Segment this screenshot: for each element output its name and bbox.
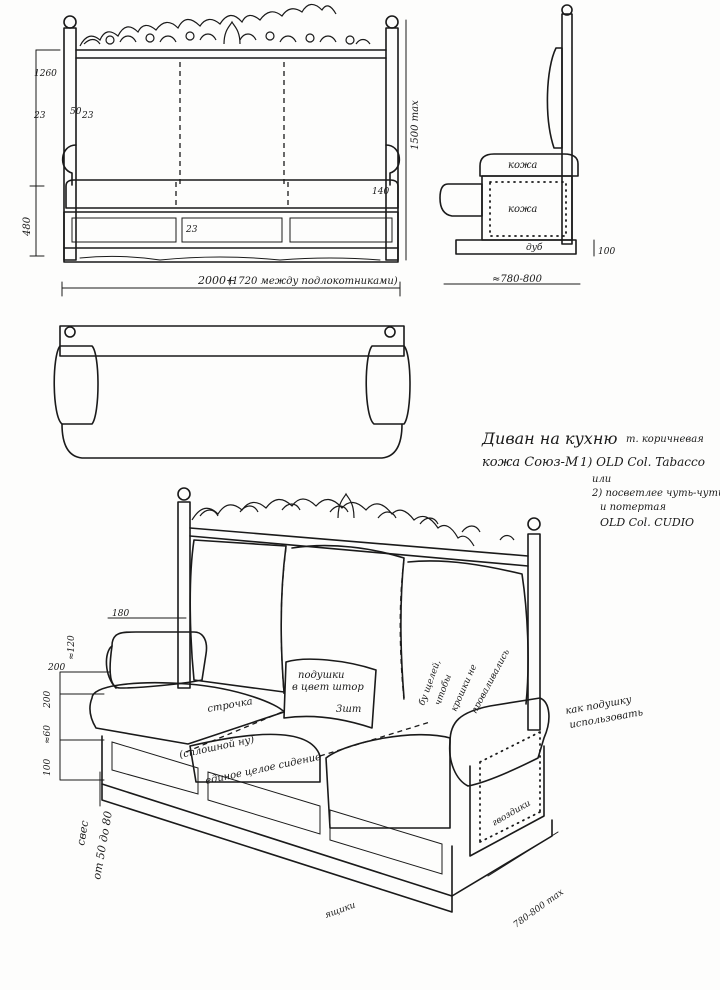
pillows-label-1: подушки — [298, 670, 344, 681]
side-seat — [439, 183, 483, 217]
dim-seat-detail: 140 — [372, 187, 389, 197]
drawer-right — [289, 217, 393, 243]
notes-option-2c: OLD Col. CUDIO — [600, 516, 694, 529]
overhang-1: свес — [74, 819, 91, 846]
side-dim-depth: ≈780-800 — [492, 274, 543, 285]
dim-top-height: 1260 — [34, 69, 57, 79]
persp-front-frame — [101, 735, 453, 897]
back-cushion-middle — [291, 544, 405, 699]
top-back — [59, 325, 405, 357]
persp-right-armrest — [448, 697, 550, 787]
front-view: 1260 23 50 23 1500 max 480 140 23 2000+ … — [22, 3, 421, 297]
persp-dim-base: 100 — [43, 759, 53, 776]
back-cushion-right — [407, 560, 529, 705]
persp-dim-200a: 200 — [47, 663, 65, 673]
notes-or: или — [592, 474, 611, 485]
decor-pillow — [283, 658, 377, 729]
drawer-left — [71, 217, 177, 243]
drawer-middle — [181, 217, 283, 243]
front-seat — [65, 179, 399, 209]
persp-drawer-3 — [329, 809, 443, 875]
left-finial — [63, 15, 77, 29]
persp-right-post — [527, 533, 541, 731]
dim-post-left: 23 — [33, 111, 46, 121]
side-label-base: дуб — [526, 242, 543, 253]
persp-drawer-2 — [207, 771, 321, 835]
left-armrest — [61, 144, 77, 186]
side-base — [455, 239, 577, 255]
side-label-side: кожа — [508, 204, 537, 215]
side-view: кожа кожа дуб 100 ≈780-800 — [439, 4, 615, 285]
left-post — [63, 27, 77, 261]
top-left-armrest — [53, 345, 99, 425]
dim-post-right: 23 — [81, 111, 94, 121]
right-armrest — [385, 144, 401, 186]
rivets-label: гвоздики — [491, 798, 533, 828]
notes-option-2: 2) посветлее чуть-чуть — [591, 488, 720, 499]
dim-seat-height: 480 — [22, 216, 33, 237]
legs-label: ящики — [324, 900, 358, 920]
dim-post-mid: 50 — [70, 107, 82, 117]
side-dim-base: 100 — [598, 247, 615, 257]
perspective-view: 180 ≈120 200 200 ≈60 100 подушки в цвет … — [43, 487, 644, 931]
dim-drawer: 23 — [185, 225, 198, 235]
persp-drawer-1 — [111, 741, 199, 795]
top-seat — [61, 423, 403, 459]
dim-total-height: 1500 max — [410, 100, 421, 150]
seat-left — [89, 681, 285, 745]
persp-dim-cushion: ≈60 — [43, 725, 53, 744]
notes-title-1: Диван на кухню — [481, 429, 617, 448]
pillows-count: 3шт — [336, 704, 361, 715]
dim-width: 2000+ — [197, 274, 235, 287]
persp-dim-200b: 200 — [43, 691, 53, 709]
right-finial — [385, 15, 399, 29]
back-cushion-left — [189, 539, 287, 693]
side-armrest — [479, 153, 579, 177]
top-view — [53, 325, 411, 459]
persp-dim-armrest-w: 180 — [112, 609, 129, 619]
pillows-label-2: в цвет штор — [292, 682, 364, 693]
persp-crest-ornament — [191, 492, 515, 547]
dim-width-note: (1720 между подлокотниками) — [228, 276, 398, 287]
persp-dim-armrest-h: ≈120 — [67, 635, 77, 660]
top-right-armrest — [365, 345, 411, 425]
persp-dim-depth: 780-800 max — [512, 888, 566, 931]
side-finial — [561, 4, 573, 16]
side-back-cushion — [546, 47, 563, 149]
notes-option-2b: и потертая — [600, 502, 666, 513]
notes-option-1: 1) OLD Col. Tabacco — [580, 455, 705, 469]
seat-note-1: (сплошной ну) — [178, 734, 255, 761]
stitch-label: строчка — [207, 696, 254, 715]
notes-title-2: кожа Союз-М — [482, 455, 579, 470]
notes-color: т. коричневая — [626, 434, 704, 445]
material-notes: Диван на кухню кожа Союз-М т. коричневая… — [481, 429, 720, 529]
side-post — [561, 13, 573, 245]
overhang-2: от 50 до 80 — [90, 810, 115, 880]
front-drawer-frame — [63, 211, 399, 249]
side-label-top: кожа — [508, 160, 537, 171]
front-crest-ornament — [79, 3, 371, 47]
persp-left-post — [177, 501, 191, 689]
